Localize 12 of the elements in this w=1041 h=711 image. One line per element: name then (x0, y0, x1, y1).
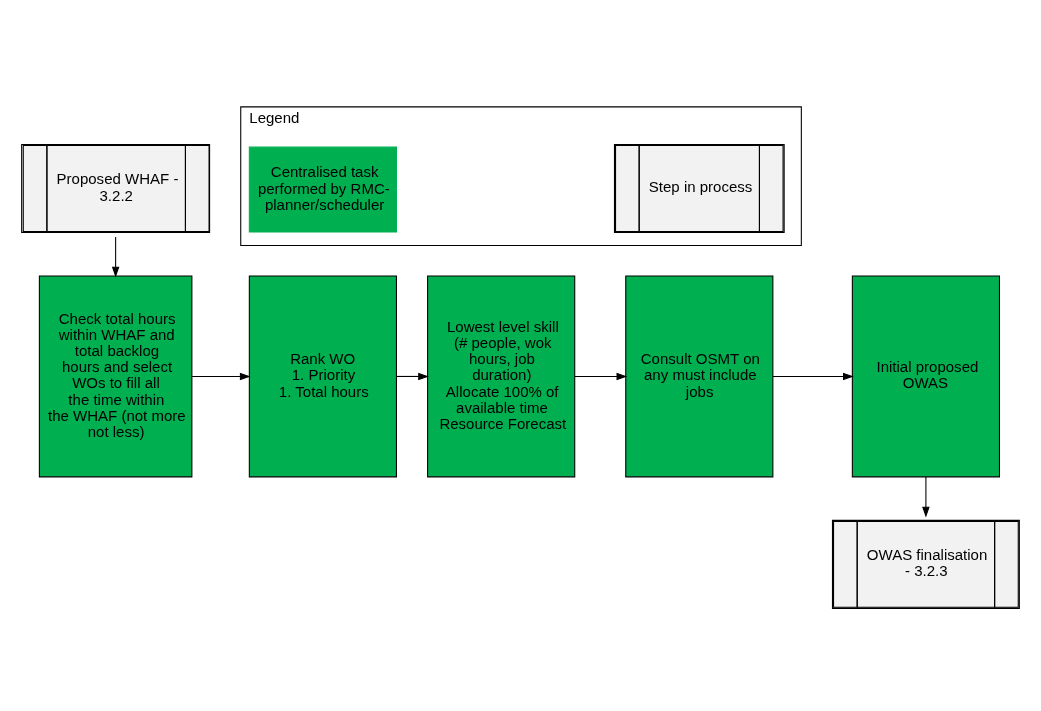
arrow (772, 372, 854, 381)
node-box: Consult OSMT on any must include jobs (625, 275, 774, 478)
node-box: Lowest level skill (# people, wok hours, job duration) Allocate 100% of available time Resource Forecast (427, 275, 576, 478)
node-box: Centralised task performed by RMC-planner/scheduler (248, 146, 397, 233)
arrow (191, 372, 251, 381)
node-box: Initial proposed OWAS (851, 275, 1000, 478)
arrow (574, 372, 628, 381)
arrow (922, 476, 930, 518)
node-box: Check total hours within WHAF and total backlog hours and select WOs to fill all the time within the WHAF (not more not less) (38, 275, 193, 478)
arrow (396, 372, 429, 381)
node-box: Rank WO 1. Priority 1. Total hours (248, 275, 397, 478)
arrow (111, 236, 120, 278)
